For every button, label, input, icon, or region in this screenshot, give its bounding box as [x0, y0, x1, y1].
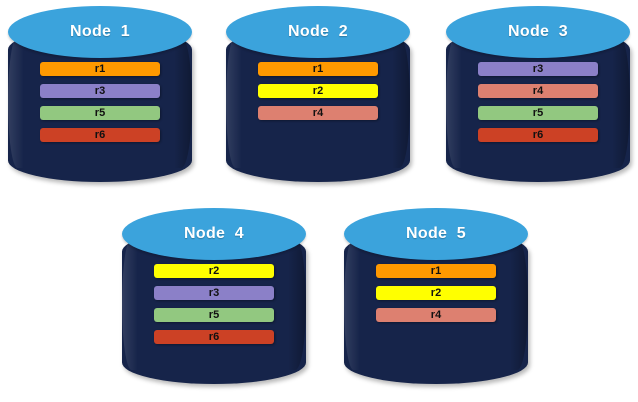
replica-bar[interactable]: r3 — [40, 84, 160, 98]
replica-bar[interactable]: r2 — [154, 264, 274, 278]
replica-label: r1 — [312, 62, 324, 75]
node-title-4: Node 4 — [184, 225, 244, 242]
replica-label: r1 — [94, 62, 106, 75]
node-cylinder-2[interactable]: Node 2 r1 r2 r4 — [226, 6, 410, 194]
replica-label: r6 — [532, 128, 544, 141]
replica-bar[interactable]: r3 — [478, 62, 598, 76]
replica-label: r6 — [208, 330, 220, 343]
replica-bar[interactable]: r5 — [478, 106, 598, 120]
replica-bar[interactable]: r2 — [258, 84, 378, 98]
replica-label: r1 — [430, 264, 442, 277]
replica-bar[interactable]: r1 — [258, 62, 378, 76]
replica-bar[interactable]: r6 — [40, 128, 160, 142]
replica-label: r5 — [208, 308, 220, 321]
cylinder-top-ellipse — [8, 6, 192, 58]
replica-bar[interactable]: r5 — [154, 308, 274, 322]
replica-list-2: r1 r2 r4 — [258, 62, 378, 128]
replica-list-5: r1 r2 r4 — [376, 264, 496, 330]
replica-list-1: r1 r3 r5 r6 — [40, 62, 160, 150]
node-title-5: Node 5 — [406, 225, 466, 242]
cylinder-top-ellipse — [226, 6, 410, 58]
replica-label: r5 — [532, 106, 544, 119]
replica-label: r2 — [430, 286, 442, 299]
replica-label: r4 — [430, 308, 442, 321]
replica-label: r3 — [532, 62, 544, 75]
cylinder-top-ellipse — [446, 6, 630, 58]
node-cylinder-4[interactable]: Node 4 r2 r3 r5 r6 — [122, 208, 306, 396]
replica-bar[interactable]: r1 — [40, 62, 160, 76]
replica-bar[interactable]: r1 — [376, 264, 496, 278]
replica-bar[interactable]: r3 — [154, 286, 274, 300]
replica-label: r4 — [532, 84, 544, 97]
node-title-3: Node 3 — [508, 23, 568, 40]
replica-list-3: r3 r4 r5 r6 — [478, 62, 598, 150]
replica-label: r3 — [94, 84, 106, 97]
replica-label: r2 — [208, 264, 220, 277]
replica-bar[interactable]: r6 — [154, 330, 274, 344]
replica-label: r5 — [94, 106, 106, 119]
node-title-2: Node 2 — [288, 23, 348, 40]
node-cylinder-3[interactable]: Node 3 r3 r4 r5 r6 — [446, 6, 630, 194]
replica-bar[interactable]: r5 — [40, 106, 160, 120]
replica-label: r6 — [94, 128, 106, 141]
node-cylinder-5[interactable]: Node 5 r1 r2 r4 — [344, 208, 528, 396]
replica-bar[interactable]: r4 — [376, 308, 496, 322]
replica-label: r3 — [208, 286, 220, 299]
cylinder-top-ellipse — [344, 208, 528, 260]
replica-label: r4 — [312, 106, 324, 119]
node-title-1: Node 1 — [70, 23, 130, 40]
replica-bar[interactable]: r4 — [478, 84, 598, 98]
cylinder-top-ellipse — [122, 208, 306, 260]
node-cylinder-1[interactable]: Node 1 r1 r3 r5 r6 — [8, 6, 192, 194]
replica-label: r2 — [312, 84, 324, 97]
replica-bar[interactable]: r6 — [478, 128, 598, 142]
replica-bar[interactable]: r2 — [376, 286, 496, 300]
replica-bar[interactable]: r4 — [258, 106, 378, 120]
replica-list-4: r2 r3 r5 r6 — [154, 264, 274, 352]
